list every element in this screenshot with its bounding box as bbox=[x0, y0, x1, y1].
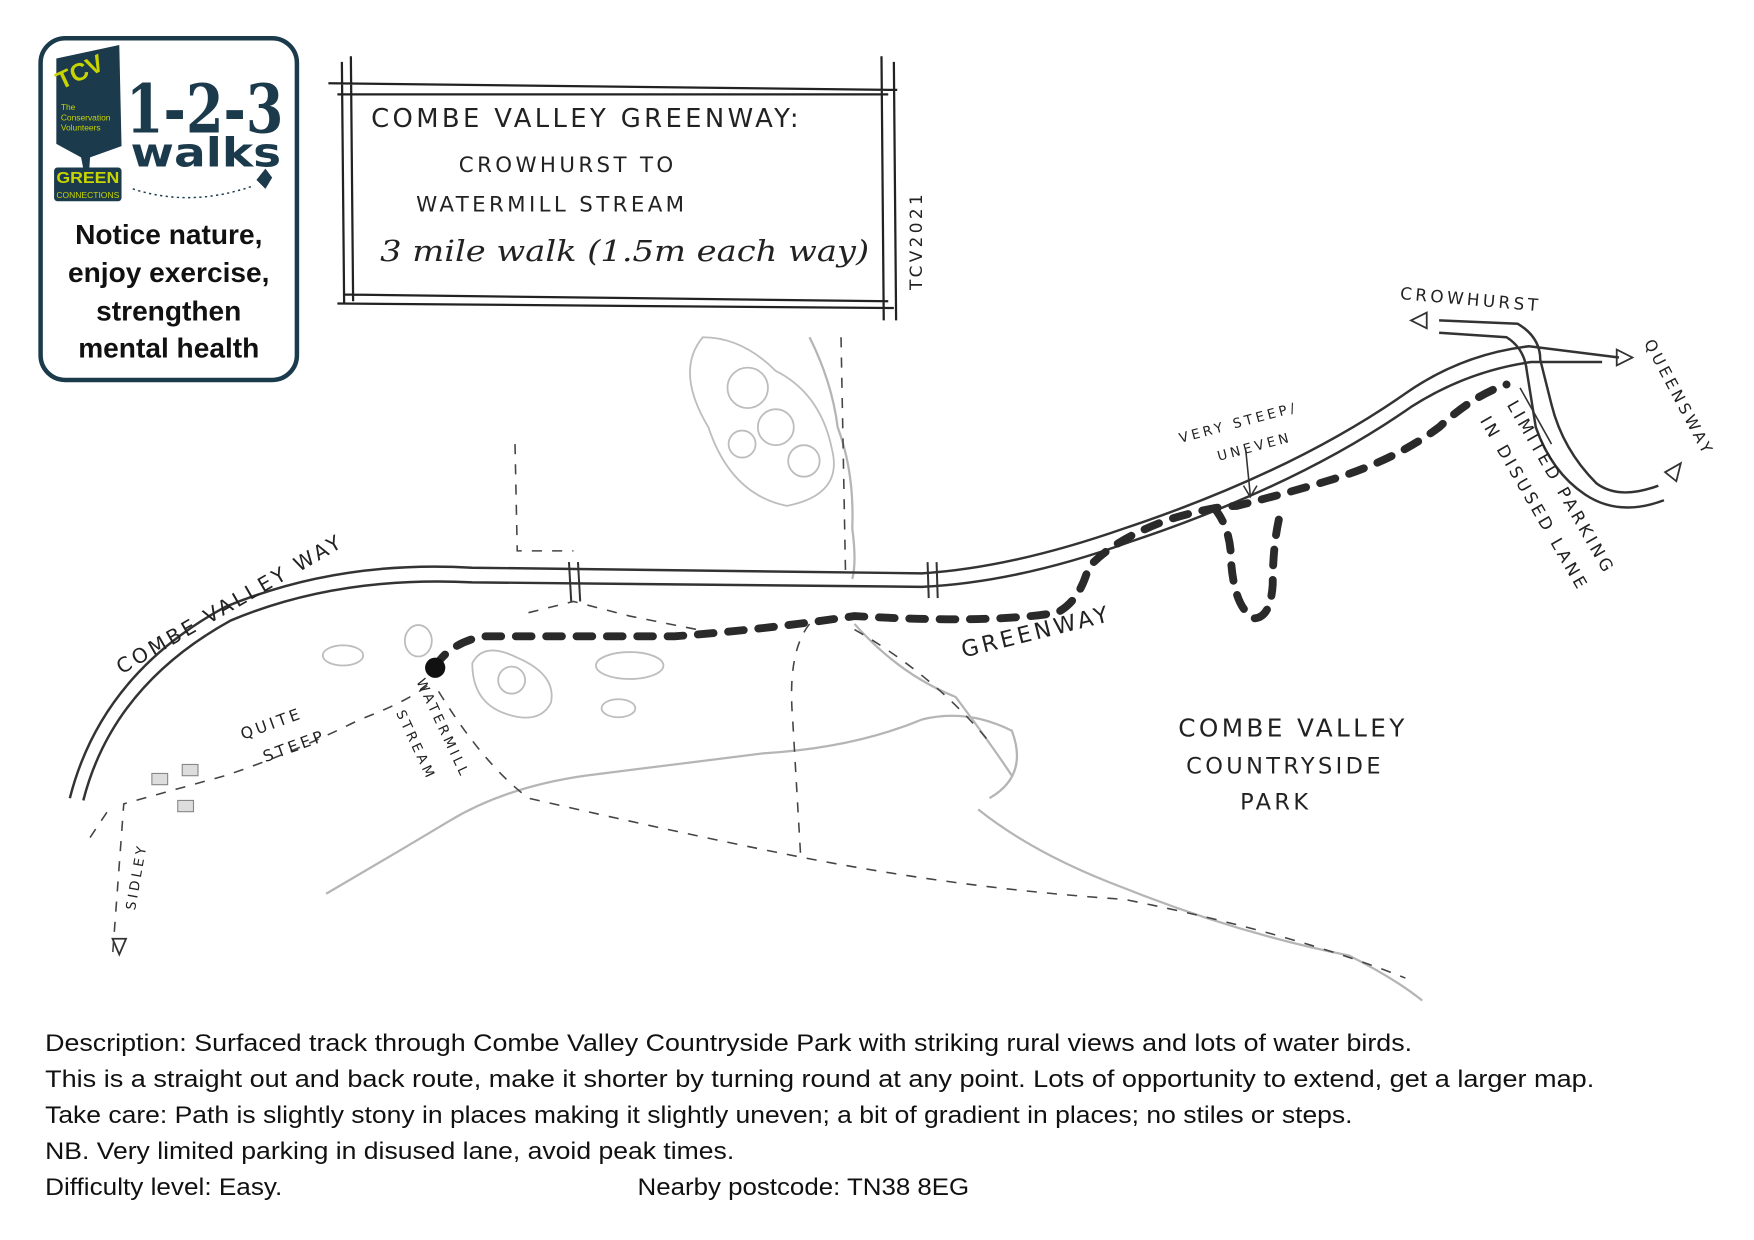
footpaths bbox=[89, 337, 1406, 979]
park-label: COMBE VALLEY bbox=[1178, 713, 1407, 742]
route-subtitle: CROWHURST TO bbox=[459, 153, 677, 178]
buildings bbox=[151, 763, 199, 813]
queensway-label: QUEENSWAY bbox=[1640, 336, 1718, 459]
tagline-line: strengthen bbox=[96, 295, 241, 326]
partner-name: GREEN bbox=[56, 170, 119, 187]
parking-note: NB. Very limited parking in disused lane… bbox=[45, 1139, 734, 1165]
sidley-label: SIDLEY bbox=[123, 842, 150, 911]
brand-subtitle: walks bbox=[131, 128, 282, 176]
org-name: Conservation bbox=[61, 112, 111, 122]
arrow-down-icon bbox=[1242, 449, 1258, 499]
green-connections-badge bbox=[54, 167, 122, 202]
viewpoint-spur bbox=[1210, 504, 1286, 623]
tcv-pin-icon bbox=[56, 44, 122, 192]
butterfly-icon bbox=[256, 168, 273, 189]
brand-title: 1-2-3 bbox=[126, 70, 283, 149]
streams bbox=[325, 336, 1423, 1002]
org-name: The bbox=[61, 102, 76, 112]
woodland bbox=[321, 336, 835, 719]
route-distance: 3 mile walk (1.5m each way) bbox=[380, 234, 869, 268]
partner-name: CONNECTIONS bbox=[56, 191, 119, 200]
map-labels: COMBE VALLEY WAY GREENWAY COMBE VALLEY C… bbox=[112, 283, 1718, 911]
steep-warning-label: UNEVEN bbox=[1216, 430, 1294, 465]
route-description: Description: Surfaced track through Comb… bbox=[45, 1031, 1594, 1201]
arrow-right-icon bbox=[1615, 348, 1635, 367]
tagline-line: enjoy exercise, bbox=[68, 257, 269, 288]
route-title: COMBE VALLEY GREENWAY: bbox=[371, 104, 802, 134]
park-label: PARK bbox=[1240, 789, 1311, 815]
crowhurst-label: CROWHURST bbox=[1399, 283, 1542, 315]
arrow-left-icon bbox=[1408, 311, 1428, 330]
arrow-down-icon bbox=[111, 937, 128, 957]
title-box: COMBE VALLEY GREENWAY: CROWHURST TO WATE… bbox=[328, 56, 926, 321]
tagline-line: Notice nature, bbox=[75, 219, 262, 250]
tagline-line: mental health bbox=[78, 332, 259, 363]
postcode: Nearby postcode: TN38 8EG bbox=[638, 1175, 970, 1201]
description-line: This is a straight out and back route, m… bbox=[45, 1067, 1594, 1093]
map-credit: TCV2021 bbox=[906, 191, 926, 291]
greenway-label: GREENWAY bbox=[959, 601, 1114, 663]
difficulty-level: Difficulty level: Easy. bbox=[45, 1175, 282, 1201]
road-label: COMBE VALLEY WAY bbox=[112, 529, 348, 679]
description-line: Description: Surfaced track through Comb… bbox=[45, 1031, 1412, 1057]
care-note: Take care: Path is slightly stony in pla… bbox=[45, 1103, 1352, 1129]
arrow-right-icon bbox=[1663, 461, 1683, 483]
greenway-route bbox=[431, 380, 1511, 671]
combe-valley-way-road bbox=[68, 311, 1683, 957]
park-label: COUNTRYSIDE bbox=[1186, 753, 1384, 779]
start-point-marker bbox=[425, 657, 446, 678]
org-name: Volunteers bbox=[61, 122, 101, 132]
logo-panel: TCV The Conservation Volunteers 1-2-3 wa… bbox=[38, 35, 300, 383]
route-subtitle: WATERMILL STREAM bbox=[416, 192, 687, 217]
